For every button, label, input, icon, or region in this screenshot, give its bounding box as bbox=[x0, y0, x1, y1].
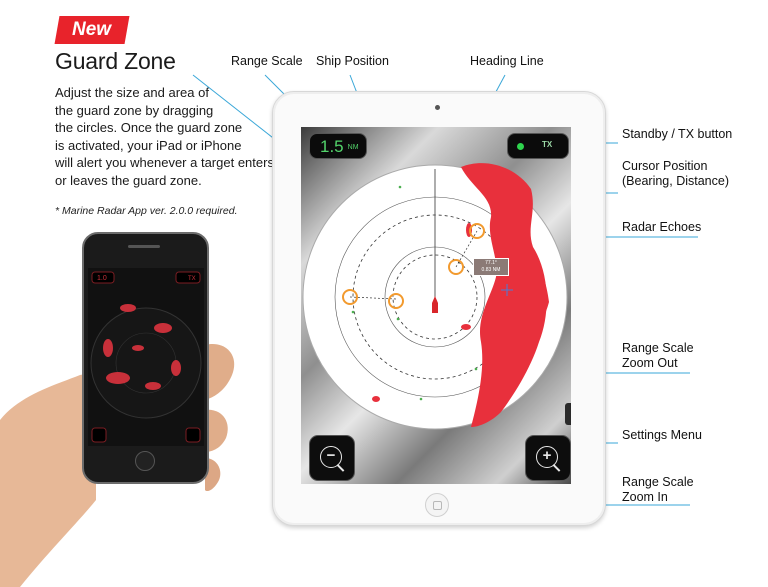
callout-heading-line: Heading Line bbox=[470, 54, 544, 68]
ipad-home-button[interactable] bbox=[425, 493, 449, 517]
cursor-position-readout: 77.1° 0.83 NM bbox=[473, 258, 509, 276]
range-value: 1.5 bbox=[320, 137, 344, 156]
tx-label: TX bbox=[542, 140, 553, 149]
iphone-tx-label: TX bbox=[188, 276, 196, 282]
standby-tx-button[interactable]: TX bbox=[507, 133, 569, 159]
ipad-camera bbox=[435, 105, 440, 110]
iphone-radar-screen: 1.0 TX bbox=[88, 268, 204, 446]
iphone-range-value: 1.0 bbox=[97, 275, 107, 282]
iphone-speaker bbox=[128, 245, 160, 248]
version-footnote: * Marine Radar App ver. 2.0.0 required. bbox=[55, 205, 238, 217]
callout-cursor-position: Cursor Position (Bearing, Distance) bbox=[622, 159, 729, 188]
radar-echoes bbox=[372, 163, 549, 427]
callout-radar-echoes: Radar Echoes bbox=[622, 220, 702, 234]
callout-zoom-out: Range Scale Zoom Out bbox=[622, 341, 694, 370]
range-unit: NM bbox=[347, 143, 359, 151]
callout-zoom-in: Range Scale Zoom In bbox=[622, 475, 694, 504]
cursor-crosshair bbox=[501, 284, 513, 296]
guard-zone-handles bbox=[342, 223, 485, 309]
hand-illustration bbox=[0, 344, 235, 587]
zoom-out-button[interactable]: − bbox=[309, 435, 355, 481]
callout-settings-menu: Settings Menu bbox=[622, 428, 702, 442]
ship-icon bbox=[432, 296, 438, 313]
callout-standby-tx: Standby / TX button bbox=[622, 127, 733, 141]
iphone-radar-display[interactable]: 1.0 TX bbox=[88, 268, 204, 446]
zoom-in-button[interactable]: + bbox=[525, 435, 571, 481]
radar-display[interactable] bbox=[301, 127, 571, 484]
iphone-home-button[interactable] bbox=[135, 451, 155, 471]
settings-menu-tab[interactable] bbox=[565, 403, 571, 425]
zoom-in-icon: + bbox=[536, 446, 558, 468]
callout-range-scale: Range Scale bbox=[231, 54, 303, 68]
guard-zone-description: Adjust the size and area of the guard zo… bbox=[55, 85, 274, 188]
callout-ship-position: Ship Position bbox=[316, 54, 389, 68]
section-title: Guard Zone bbox=[55, 48, 176, 74]
tx-status-indicator bbox=[517, 143, 524, 150]
zoom-out-icon: − bbox=[320, 446, 342, 468]
